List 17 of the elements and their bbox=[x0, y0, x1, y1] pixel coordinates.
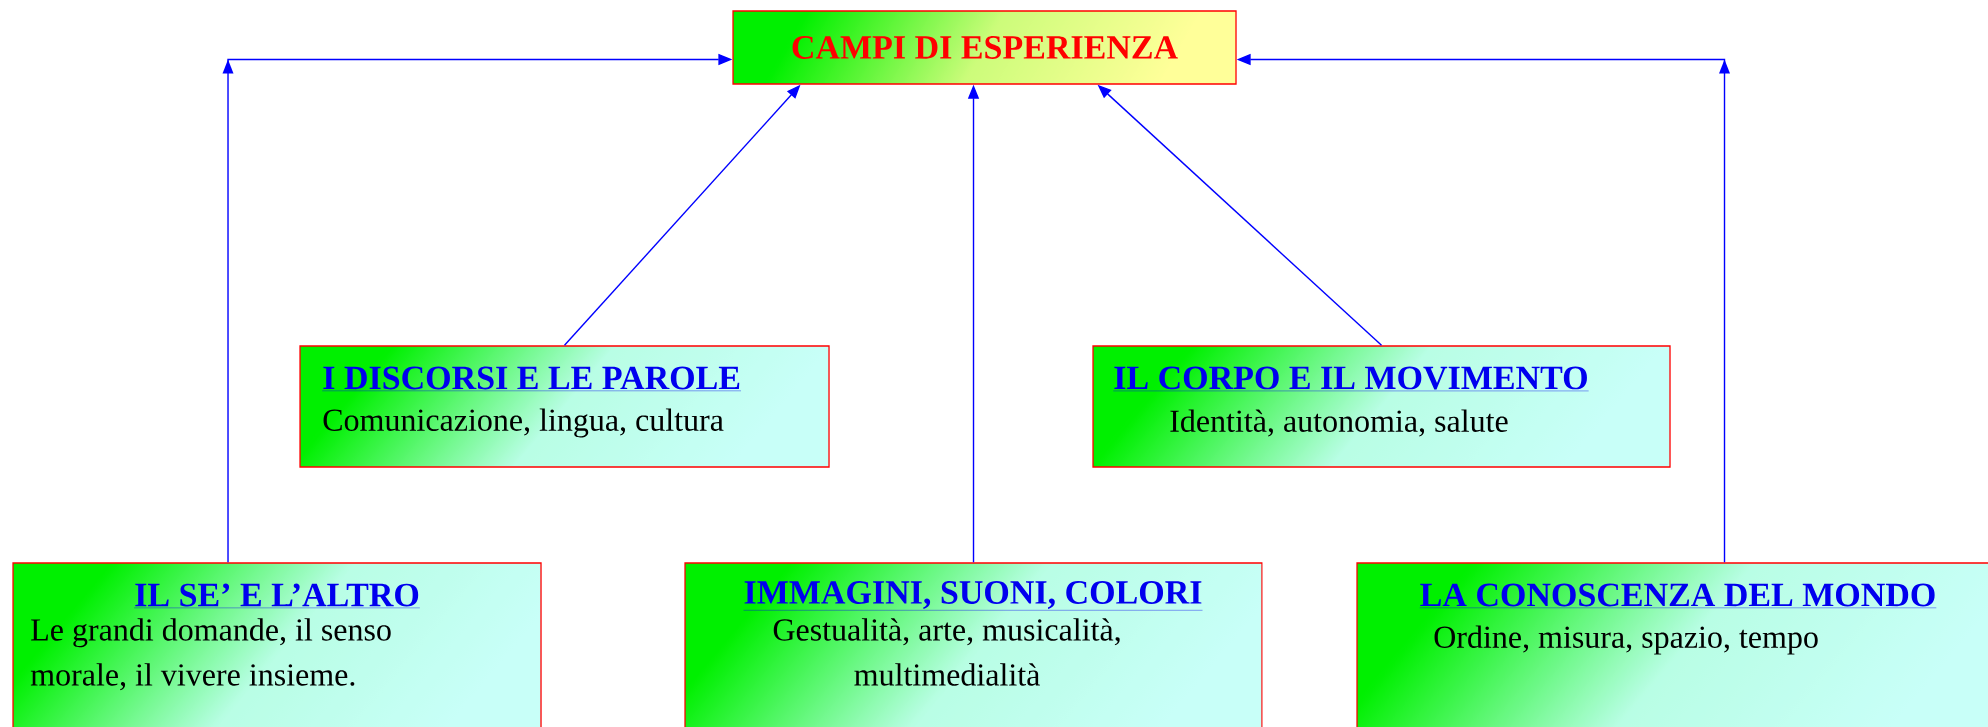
description: Identità, autonomia, salute bbox=[1170, 409, 1508, 437]
heading: I DISCORSI E LE PAROLE bbox=[322, 366, 742, 391]
topic-box bbox=[12, 562, 542, 727]
heading: LA CONOSCENZA DEL MONDO bbox=[1419, 583, 1937, 609]
title: CAMPI DI ESPERIENZA bbox=[792, 36, 1178, 59]
topic-box bbox=[299, 345, 830, 468]
topic-box bbox=[732, 10, 1237, 85]
description: Comunicazione, lingua, cultura bbox=[323, 408, 724, 438]
heading: IL SE’ E L’ALTRO bbox=[134, 583, 421, 609]
topic-box bbox=[1092, 345, 1671, 468]
topic-box bbox=[1356, 562, 1988, 727]
description: Le grandi domande, il senso morale, il vivere insieme. bbox=[30, 618, 391, 691]
description: Gestualità, arte, musicalità, multimedialità bbox=[773, 618, 1120, 686]
description: Ordine, misura, spazio, tempo bbox=[1434, 625, 1818, 655]
heading: IMMAGINI, SUONI, COLORI bbox=[743, 581, 1203, 611]
topic-box bbox=[684, 562, 1263, 727]
heading: IL CORPO E IL MOVIMENTO bbox=[1113, 366, 1589, 392]
